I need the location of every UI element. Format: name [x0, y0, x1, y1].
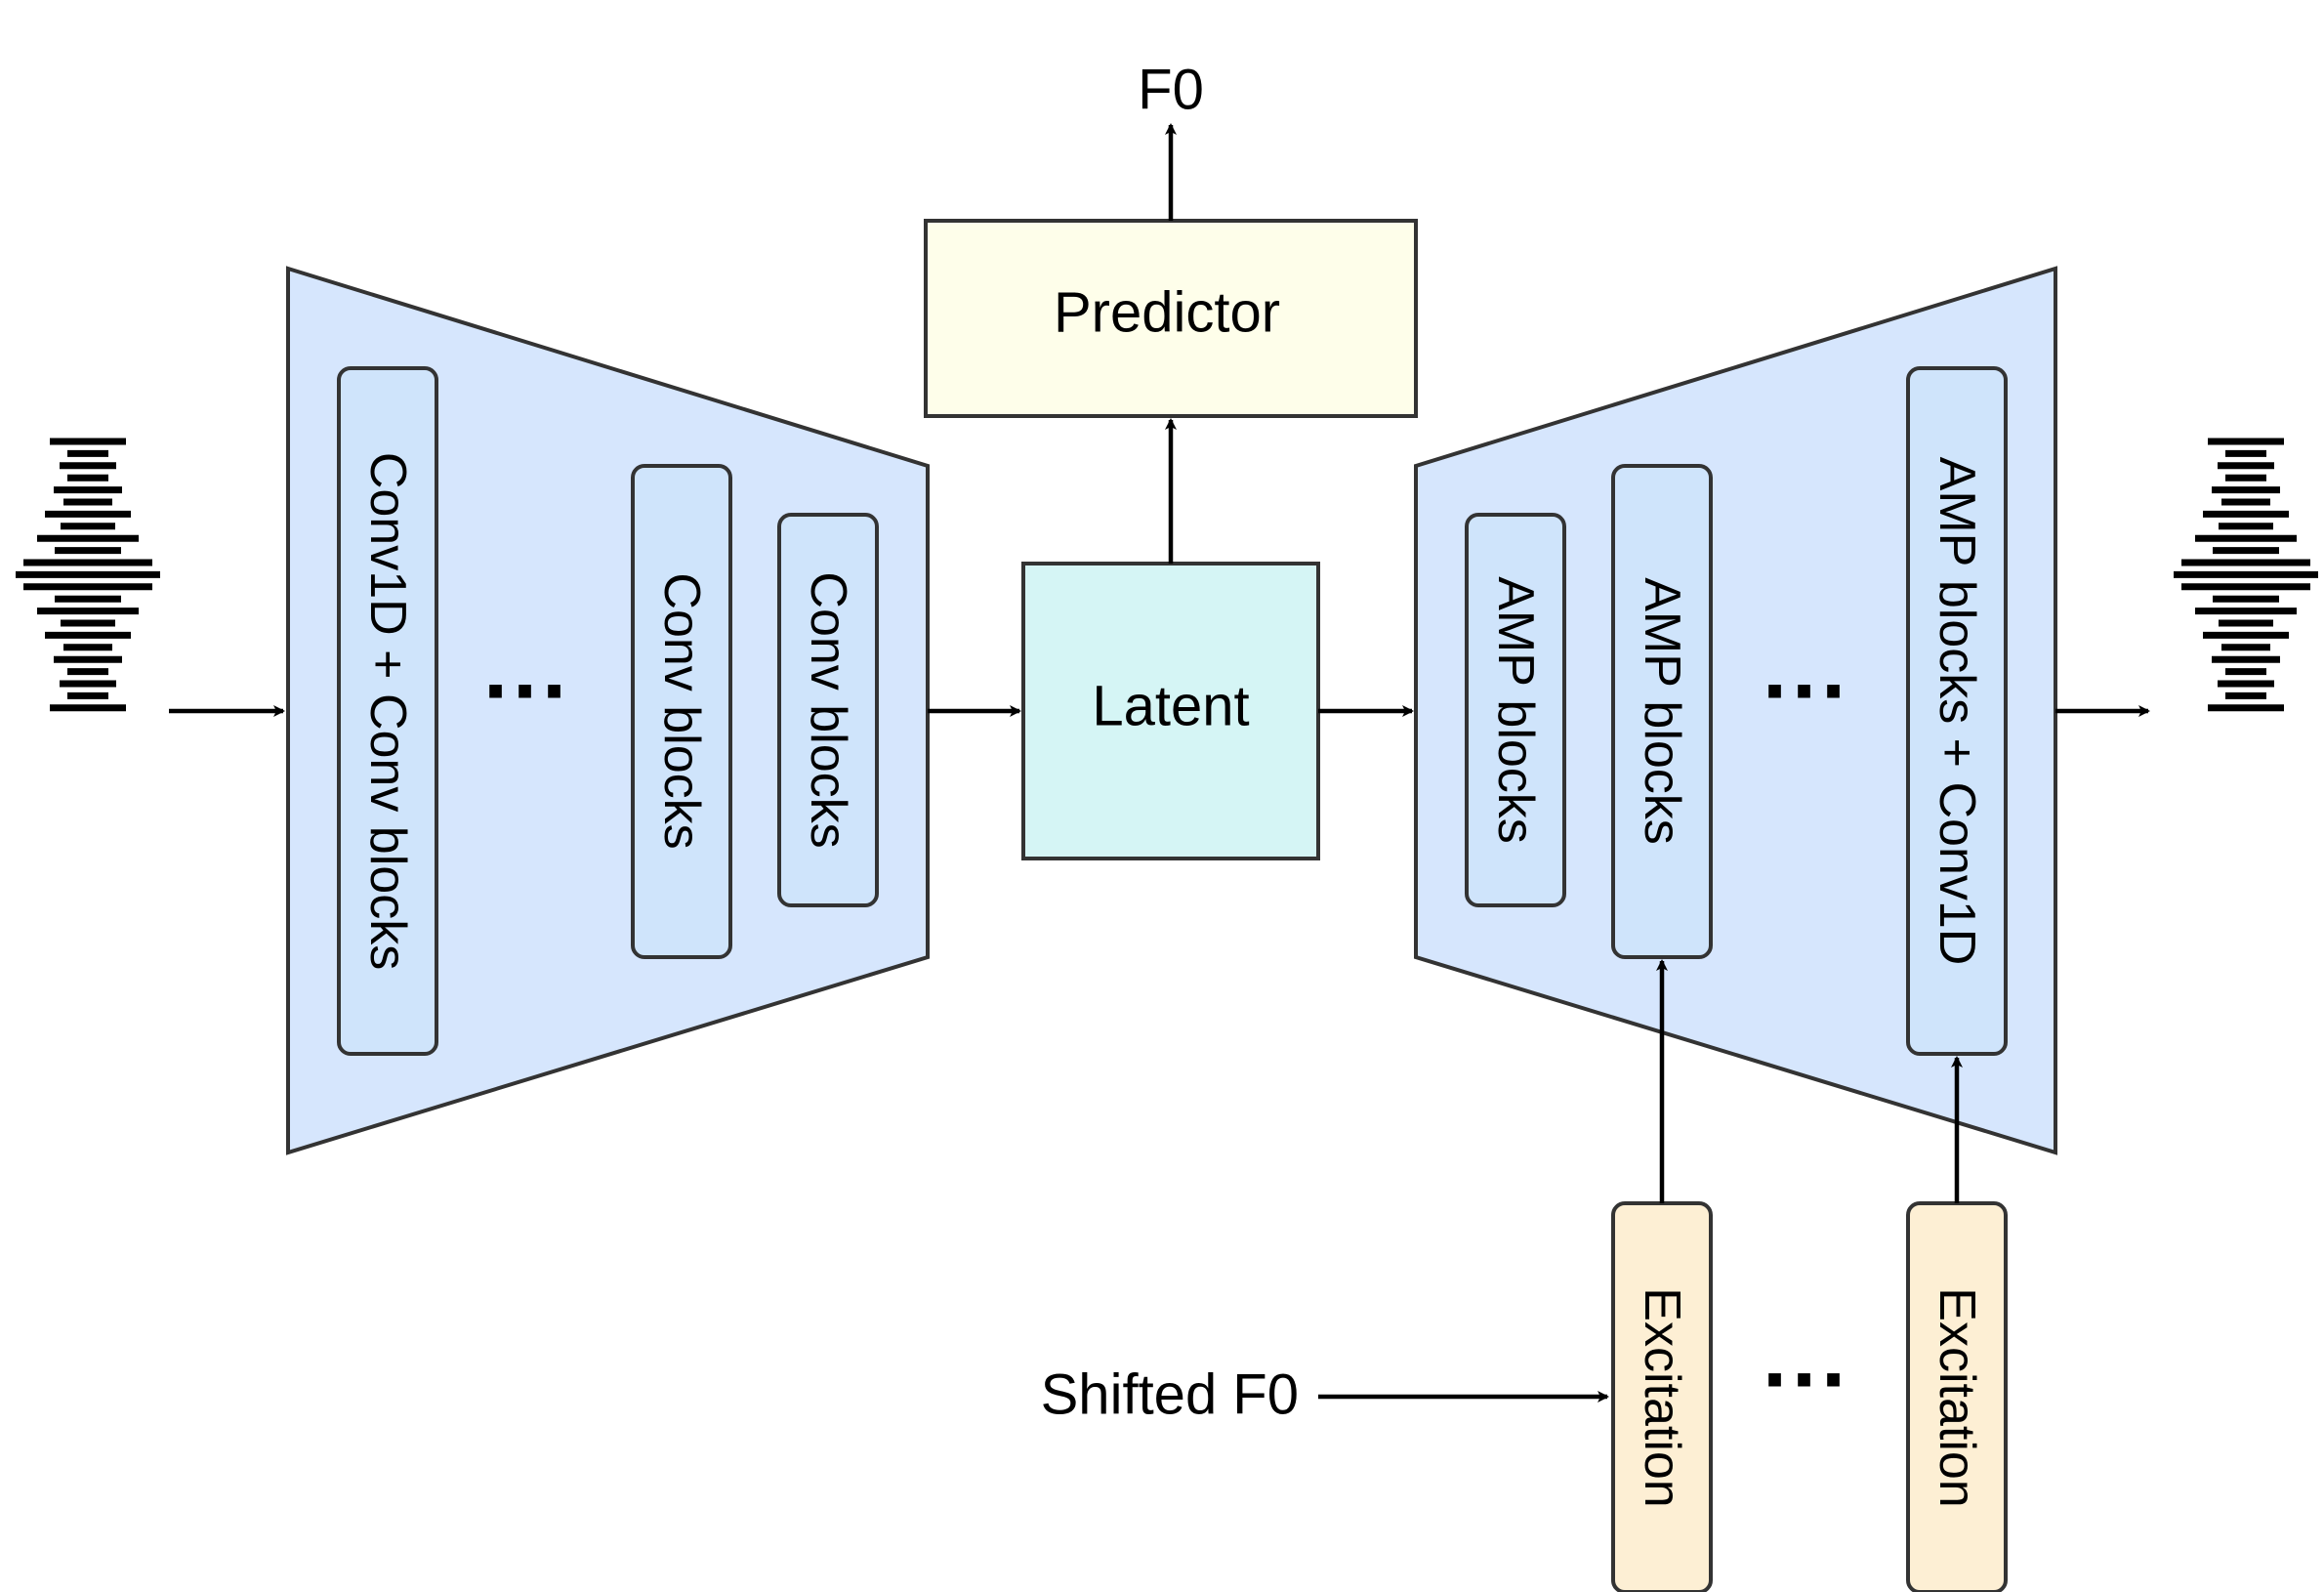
excitation-block-first-label: Excitation — [1634, 1287, 1690, 1507]
decoder-block-last-label: AMP blocks + Conv1D — [1929, 457, 1985, 966]
latent-label: Latent — [1092, 675, 1249, 738]
excitation-block-last-label: Excitation — [1929, 1287, 1985, 1507]
decoder-block-second-label: AMP blocks — [1634, 577, 1690, 845]
encoder-block-first-label: Conv1D + Conv blocks — [359, 452, 416, 970]
f0-output-label: F0 — [1138, 59, 1204, 122]
predictor-box — [924, 219, 1418, 418]
encoder-ellipsis: ··· — [483, 643, 571, 740]
output-waveform-icon — [2174, 438, 2318, 712]
encoder-block-last-label: Conv blocks — [800, 571, 856, 848]
encoder-block-second-label: Conv blocks — [653, 572, 710, 849]
latent-box — [1021, 562, 1320, 860]
encoder-block-second — [631, 464, 732, 959]
decoder-block-first-label: AMP blocks — [1487, 576, 1544, 844]
decoder-ellipsis: ··· — [1763, 643, 1850, 740]
decoder-block-first — [1465, 513, 1566, 907]
decoder-trapezoid — [1414, 266, 2057, 1155]
predictor-label: Predictor — [1054, 281, 1280, 345]
encoder-trapezoid — [286, 266, 930, 1155]
encoder-block-last — [777, 513, 879, 907]
encoder-block-first — [337, 366, 438, 1056]
input-waveform-icon — [16, 438, 160, 712]
decoder-block-second — [1611, 464, 1713, 959]
decoder-block-last — [1906, 366, 2008, 1056]
shifted-f0-label: Shifted F0 — [1041, 1363, 1299, 1427]
excitation-ellipsis: ··· — [1763, 1331, 1850, 1429]
